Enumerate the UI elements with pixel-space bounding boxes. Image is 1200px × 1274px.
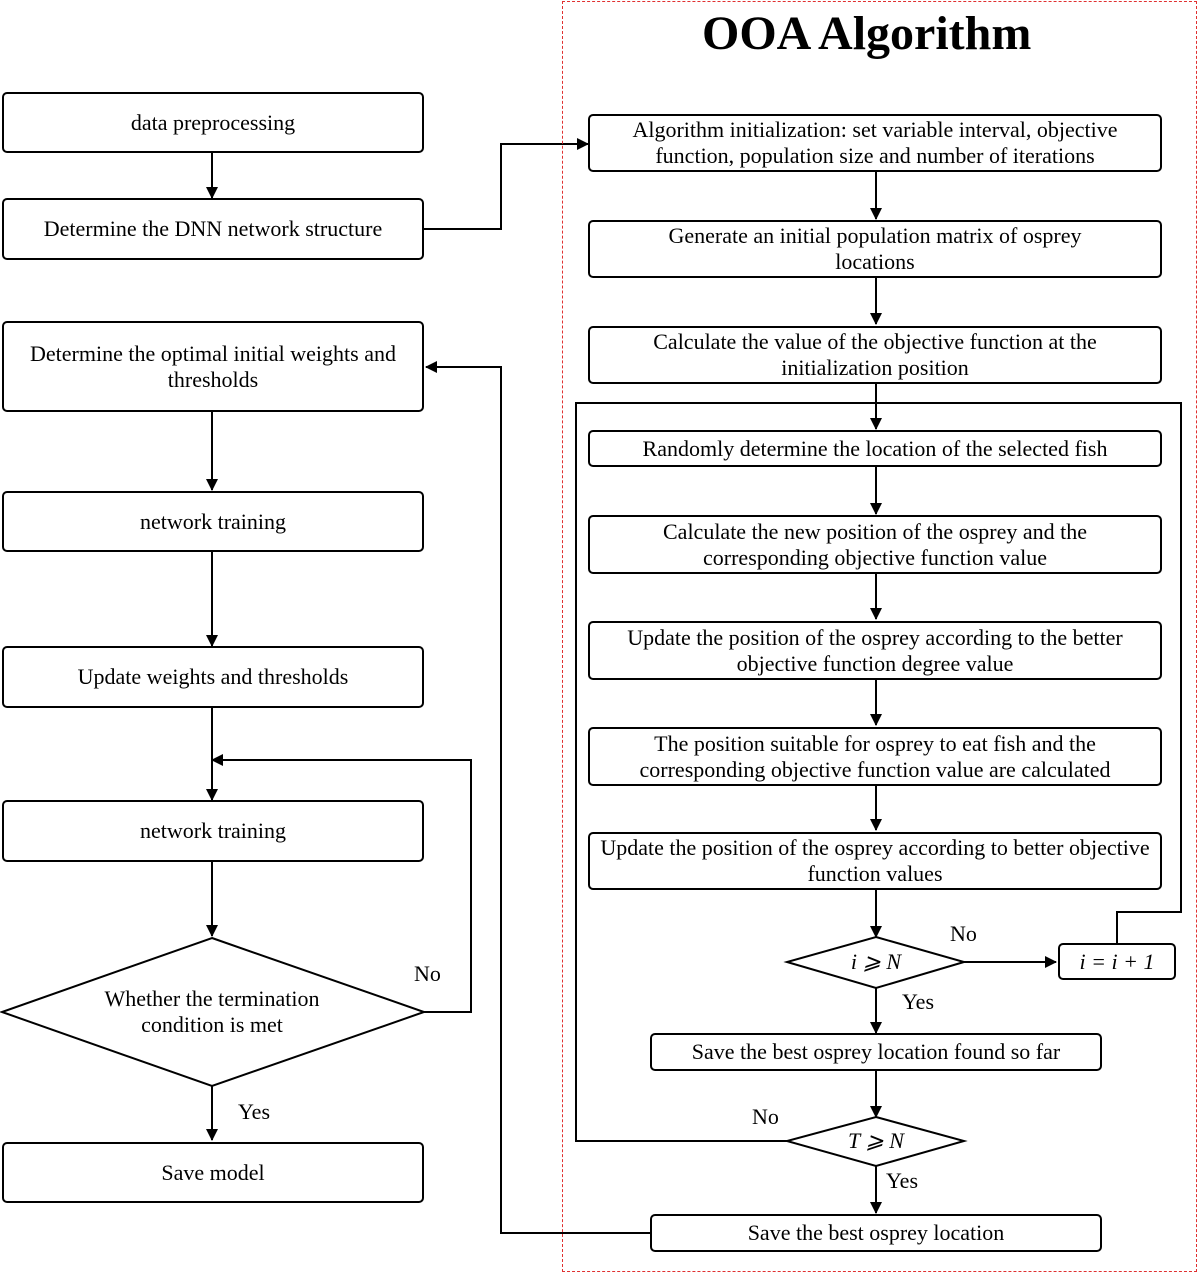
yes-label-termination: Yes [238,1099,271,1124]
no-label-i: No [950,921,977,946]
loop-t-no [575,402,876,1142]
loop-increment [876,402,1182,943]
generate-population-box: Generate an initial population matrix of… [588,220,1162,278]
no-label-t: No [752,1104,779,1129]
save-model-box: Save model [2,1142,424,1203]
save-best-so-far-box: Save the best osprey location found so f… [650,1033,1102,1071]
data-preprocessing-box: data preprocessing [2,92,424,153]
save-best-box: Save the best osprey location [650,1214,1102,1252]
arrow-dnn-to-ooa [424,138,589,230]
no-label-termination: No [414,961,441,986]
yes-label-i: Yes [902,989,935,1014]
decision-t-shape [783,1115,968,1168]
update-better-box: Update the position of the osprey accord… [588,832,1162,890]
update-degree-box: Update the position of the osprey accord… [588,621,1162,680]
ooa-frame [562,1,1197,1272]
determine-dnn-box: Determine the DNN network structure [2,198,424,260]
decision-i-shape [783,935,968,990]
ooa-title: OOA Algorithm [702,7,1032,60]
calculate-initial-box: Calculate the value of the objective fun… [588,326,1162,384]
yes-label-t: Yes [886,1168,919,1193]
algorithm-initialization-box: Algorithm initialization: set variable i… [588,114,1162,172]
network-training-2-box: network training [2,800,424,862]
arrow-best-to-optimal [425,361,650,1234]
decision-termination-shape [0,936,428,1088]
random-fish-box: Randomly determine the location of the s… [588,430,1162,467]
loop-no-left [211,754,472,1013]
eat-fish-position-box: The position suitable for osprey to eat … [588,727,1162,786]
i-increment-box: i = i + 1 [1058,943,1176,980]
network-training-box: network training [2,491,424,552]
i-condition-text: i ⩾ N [850,949,902,974]
t-condition-text: T ⩾ N [848,1128,904,1153]
determine-optimal-box: Determine the optimal initial weights an… [2,321,424,412]
update-weights-box: Update weights and thresholds [2,646,424,708]
calculate-new-position-box: Calculate the new position of the osprey… [588,515,1162,574]
termination-decision-text: Whether the termination condition is met [104,986,320,1037]
